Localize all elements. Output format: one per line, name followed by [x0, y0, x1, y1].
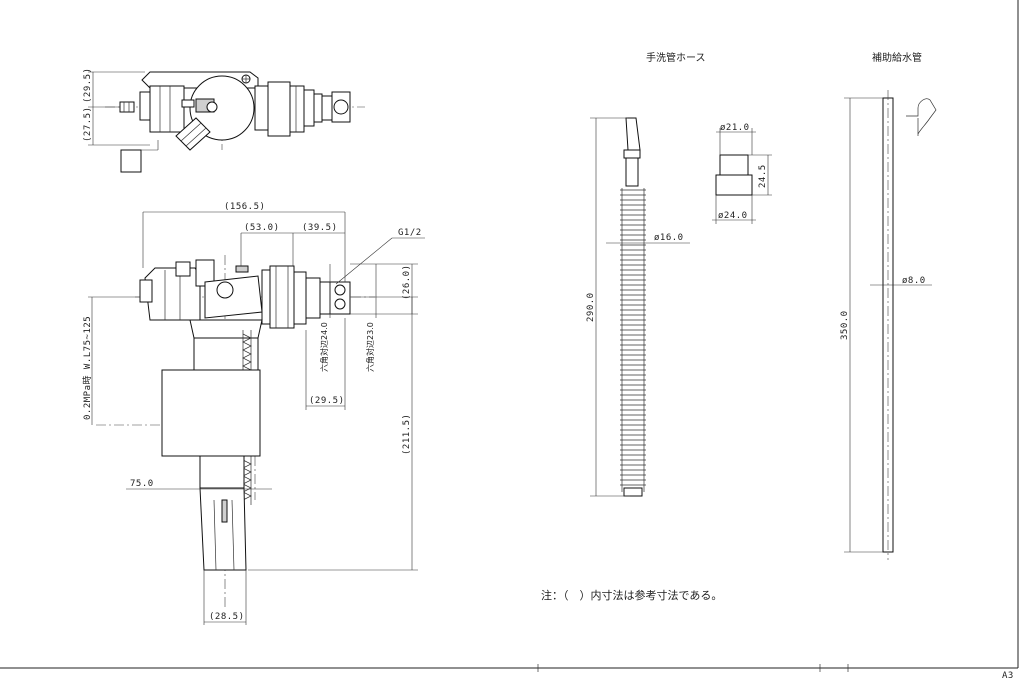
dim-pipe-length-350: 350.0 — [840, 310, 850, 340]
aux-supply-pipe-view: 補助給水管 350.0 ø8.0 — [840, 51, 937, 560]
dim-right-height-26: (26.0) — [402, 264, 412, 300]
dim-hex-24: 六角対辺24.0 — [319, 322, 329, 372]
dim-float-offset-75: 75.0 — [130, 479, 154, 489]
dim-total-width: (156.5) — [224, 202, 265, 212]
dim-adapter-height-24-5: 24.5 — [758, 164, 768, 188]
dim-hose-length-290: 290.0 — [586, 292, 596, 322]
hand-wash-hose-view: 手洗管ホース 290.0 ø16.0 ø21.0 ø24.0 24.5 — [586, 51, 772, 497]
dim-hex-23: 六角対辺23.0 — [365, 322, 375, 372]
dim-hose-dia-16: ø16.0 — [654, 233, 684, 243]
dim-width-53: (53.0) — [244, 223, 280, 233]
thread-label: G1/2 — [398, 228, 422, 238]
dim-adapter-dia-24: ø24.0 — [718, 211, 748, 221]
sheet-size-label: A3 — [1002, 671, 1014, 680]
dim-bottom-width-28-5: (28.5) — [209, 612, 245, 622]
dim-adapter-dia-21: ø21.0 — [720, 123, 750, 133]
cap-part — [120, 149, 142, 173]
valve-top-view: (29.5) (27.5) — [83, 67, 365, 173]
dim-width-29-5: (29.5) — [309, 396, 345, 406]
dim-pipe-dia-8: ø8.0 — [902, 276, 926, 286]
title-aux-supply-pipe: 補助給水管 — [872, 51, 922, 64]
dim-width-39-5: (39.5) — [302, 223, 338, 233]
dim-pressure-range: 0.2MPa時 W.L75~125 — [82, 316, 93, 420]
title-hand-wash-hose: 手洗管ホース — [646, 51, 706, 64]
adapter-part — [719, 154, 749, 176]
dim-top-height-lower: (27.5) — [83, 106, 93, 142]
dim-height-211-5: (211.5) — [402, 414, 412, 455]
dim-top-height-upper: (29.5) — [83, 67, 93, 103]
reference-note: 注：（ ）内寸法は参考寸法である。 — [541, 588, 722, 602]
valve-front-view: (156.5) (53.0) (39.5) G1/2 (26.0) 六角対辺24… — [82, 202, 425, 625]
float-body — [161, 369, 261, 457]
